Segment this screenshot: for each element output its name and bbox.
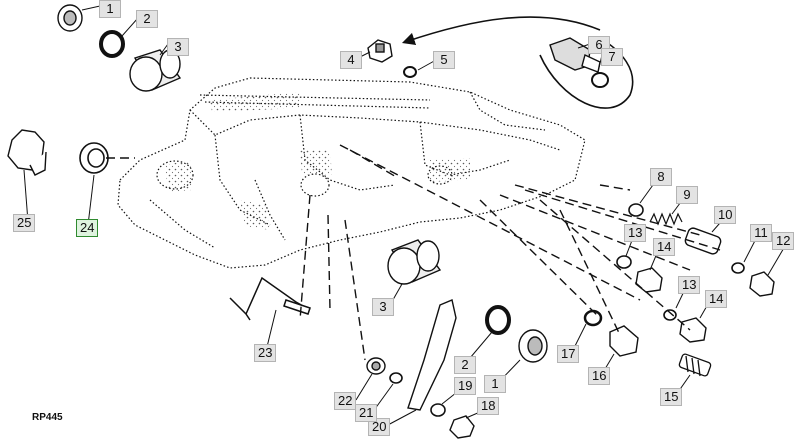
part-14b-plug <box>679 317 707 343</box>
callout-23: 23 <box>254 344 277 362</box>
part-23-crank <box>229 276 311 321</box>
part-6-fitting <box>549 37 601 73</box>
callout-15: 15 <box>660 388 683 406</box>
part-25-knob <box>7 129 47 176</box>
part-22-bushing <box>366 357 386 375</box>
callout-17: 17 <box>557 345 580 363</box>
callout-18: 18 <box>477 397 500 415</box>
callout-16: 16 <box>588 367 611 385</box>
part-2-top <box>99 30 125 58</box>
callout-3-lower: 3 <box>372 298 394 316</box>
part-16-plug <box>609 325 639 357</box>
part-19-washer <box>430 403 446 417</box>
callout-9: 9 <box>676 186 698 204</box>
part-20-lever <box>407 299 457 411</box>
part-10-plunger <box>684 227 722 255</box>
housing-shading <box>165 92 470 230</box>
callout-12: 12 <box>772 232 795 250</box>
part-3-top <box>129 49 182 92</box>
callout-1-top: 1 <box>99 0 121 18</box>
part-17-ring <box>583 309 603 327</box>
callout-19: 19 <box>454 377 477 395</box>
part-13b-washer <box>663 309 677 321</box>
callout-5: 5 <box>433 51 455 69</box>
part-13a-washer <box>616 255 632 269</box>
part-4-fitting <box>367 39 393 63</box>
callout-14-upper: 14 <box>653 238 676 256</box>
callout-25: 25 <box>13 214 36 232</box>
callout-7: 7 <box>601 48 623 66</box>
callout-14-lower: 14 <box>705 290 728 308</box>
part-3-sleeve <box>387 239 442 285</box>
part-12-plug <box>749 271 775 297</box>
part-1-top <box>57 4 83 32</box>
part-9-spring <box>649 212 683 226</box>
part-24-seal <box>79 142 109 174</box>
part-5-washer <box>403 66 417 78</box>
callout-22: 22 <box>334 392 357 410</box>
callout-11: 11 <box>750 224 772 242</box>
callout-2-lower: 2 <box>454 356 476 374</box>
callout-10: 10 <box>714 206 737 224</box>
callout-3-top: 3 <box>167 38 189 56</box>
callout-8: 8 <box>650 168 672 186</box>
callout-20: 20 <box>368 418 391 436</box>
figure-code: RP445 <box>32 412 63 423</box>
part-7-washer <box>591 72 609 88</box>
callout-2-top: 2 <box>136 10 158 28</box>
part-14a-plug <box>635 267 663 293</box>
callout-13-upper: 13 <box>624 224 647 242</box>
part-18-nut <box>449 415 475 439</box>
callout-13-lower: 13 <box>678 276 701 294</box>
callout-1-lower: 1 <box>484 375 506 393</box>
part-2-oring <box>485 305 511 335</box>
part-11-washer <box>731 262 745 274</box>
part-21-washer <box>389 372 403 384</box>
part-1-bushing <box>518 329 548 363</box>
callout-4: 4 <box>340 51 362 69</box>
part-15-spring <box>678 353 712 377</box>
callout-21: 21 <box>355 404 378 422</box>
callout-24[interactable]: 24 <box>76 219 99 237</box>
assembly-lines <box>106 144 721 361</box>
part-8-washer <box>628 203 644 217</box>
